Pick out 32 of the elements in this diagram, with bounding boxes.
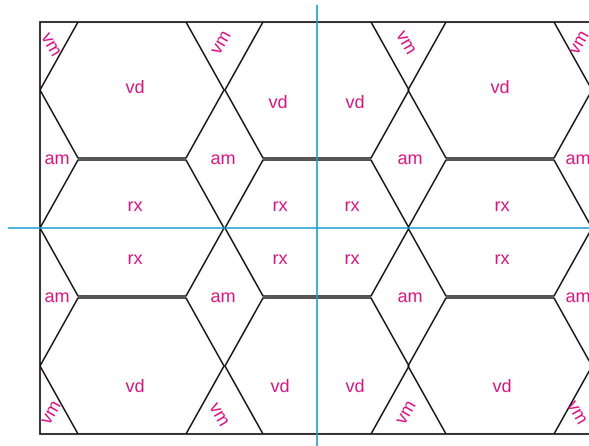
region-label: am — [210, 149, 236, 167]
region-label: rx — [494, 196, 510, 214]
region-label: rx — [128, 249, 142, 267]
region-label: rx — [272, 196, 288, 214]
region-label: am — [44, 149, 70, 167]
region-label: rx — [344, 249, 360, 267]
region-label: am — [210, 287, 236, 305]
region-label: vd — [346, 377, 364, 395]
region-label: vd — [270, 377, 290, 395]
region-label: vd — [346, 93, 364, 111]
region-label: vm — [564, 27, 589, 57]
region-label: vm — [393, 27, 421, 57]
region-label: vd — [492, 377, 512, 395]
region-label: am — [398, 149, 422, 167]
region-label: am — [566, 149, 589, 167]
region-label: vm — [36, 397, 64, 427]
region-label: rx — [272, 249, 288, 267]
region-label: vm — [206, 399, 234, 429]
region-label: vm — [391, 397, 419, 427]
region-label: am — [44, 287, 70, 305]
region-label: rx — [494, 249, 510, 267]
region-label: vm — [38, 29, 66, 59]
region-label: vm — [206, 27, 234, 57]
region-label: rx — [344, 196, 360, 214]
region-label: vd — [268, 93, 288, 111]
region-label: vd — [126, 78, 144, 96]
region-label: vd — [126, 377, 144, 395]
region-label: am — [566, 287, 589, 305]
region-label: am — [398, 287, 422, 305]
region-label: vd — [490, 78, 510, 96]
region-label: rx — [128, 196, 142, 214]
region-label: vm — [564, 397, 589, 427]
